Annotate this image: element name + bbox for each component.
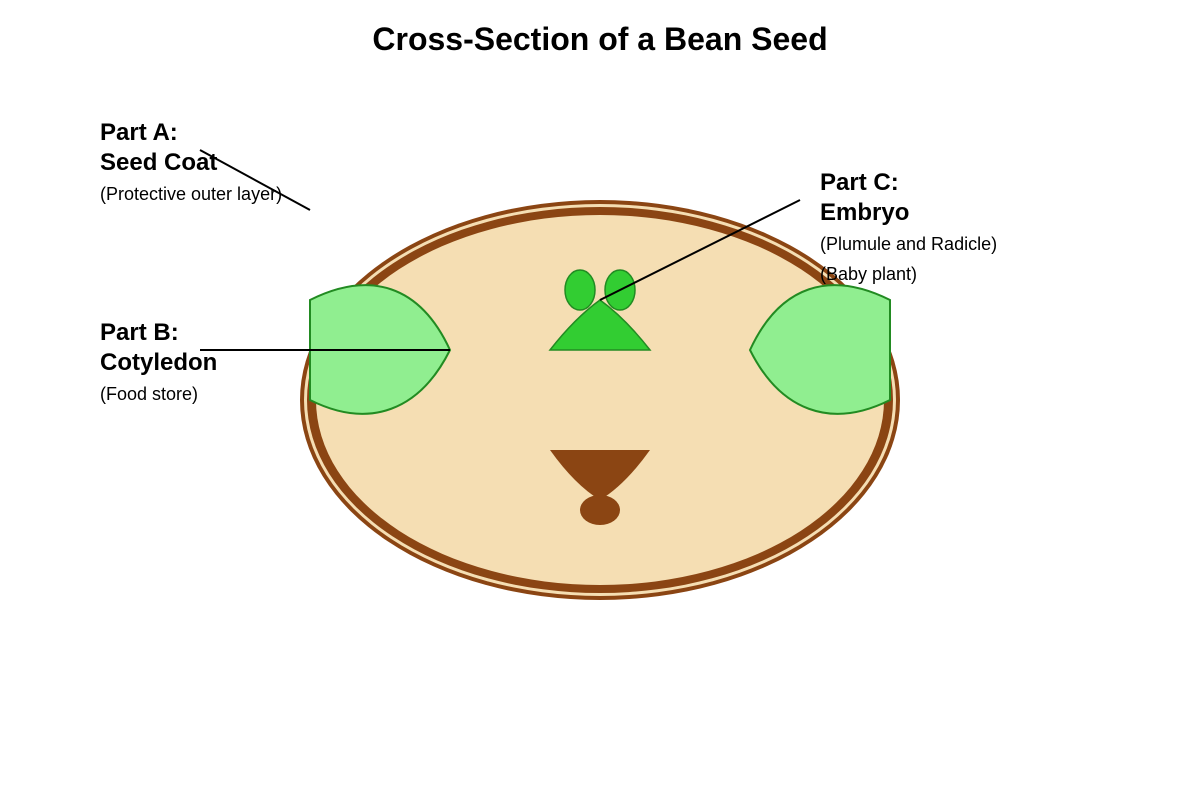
part-c-name: Embryo xyxy=(820,199,909,226)
label-part-a: Part A: Seed Coat (Protective outer laye… xyxy=(100,119,311,211)
seed-interior xyxy=(316,215,884,585)
part-b-name: Cotyledon xyxy=(100,349,217,376)
label-part-c: Part C: Embryo (Plumule and Radicle) (Ba… xyxy=(599,169,997,301)
seed xyxy=(300,200,900,600)
part-c-description: (Plumule and Radicle) xyxy=(820,234,997,254)
radicle-body xyxy=(550,450,650,500)
part-c-leader-line xyxy=(599,199,801,301)
cotyledon-right xyxy=(748,284,891,415)
part-c-heading: Part C: xyxy=(820,169,899,196)
label-part-b: Part B: Cotyledon (Food store) xyxy=(100,319,450,404)
radicle-tip xyxy=(580,495,620,525)
diagram-title: Cross-Section of a Bean Seed xyxy=(372,21,827,57)
plumule xyxy=(548,269,652,351)
part-a-leader-line xyxy=(199,149,311,211)
plumule-leaf-left xyxy=(564,269,596,311)
part-b-heading: Part B: xyxy=(100,319,179,346)
part-a-heading: Part A: xyxy=(100,119,178,146)
part-c-subdescription: (Baby plant) xyxy=(820,264,917,284)
part-b-description: (Food store) xyxy=(100,384,198,404)
part-a-description: (Protective outer layer) xyxy=(100,184,282,204)
radicle xyxy=(550,450,650,525)
part-a-name: Seed Coat xyxy=(100,149,217,176)
